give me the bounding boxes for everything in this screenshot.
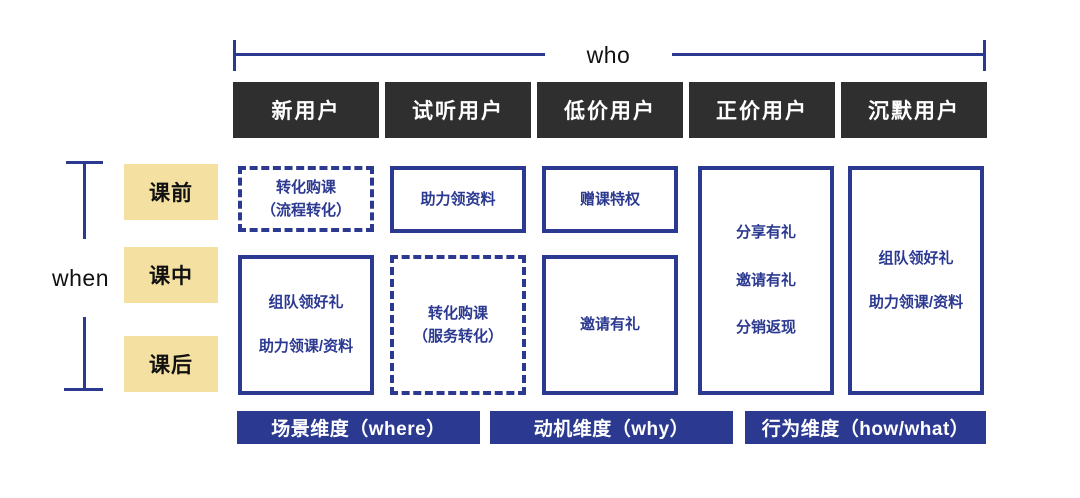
segment-header-full-price-user: 正价用户 bbox=[689, 82, 835, 138]
dimension-bar-label: 动机维度（why） bbox=[533, 419, 690, 440]
cell-line: 转化购课 bbox=[427, 304, 488, 322]
segment-header-low-price-user: 低价用户 bbox=[537, 82, 683, 138]
segment-header-label: 沉默用户 bbox=[868, 100, 960, 123]
cell-line: 助力领课/资料 bbox=[258, 338, 354, 355]
phase-label-during-class: 课中 bbox=[124, 247, 218, 303]
segment-header-label: 低价用户 bbox=[564, 100, 656, 123]
dimension-bar-behavior-how-what: 行为维度（how/what） bbox=[745, 411, 986, 444]
phase-label: 课中 bbox=[149, 265, 193, 288]
segment-header-silent-user: 沉默用户 bbox=[841, 82, 987, 138]
cell-full-price-user-all-phases: 分享有礼 邀请有礼 分销返现 bbox=[698, 166, 834, 395]
segment-header-label: 新用户 bbox=[271, 100, 341, 123]
dimension-bar-scene-where: 场景维度（where） bbox=[237, 411, 480, 444]
cell-line: 赠课特权 bbox=[579, 190, 640, 208]
who-bracket-right-line bbox=[672, 53, 984, 56]
phase-label: 课前 bbox=[149, 182, 193, 205]
who-bracket-left-tick bbox=[233, 40, 236, 71]
cell-line: 助力领资料 bbox=[420, 190, 496, 208]
phase-label: 课后 bbox=[149, 354, 193, 377]
who-bracket-left-line bbox=[235, 53, 545, 56]
dimension-bar-motivation-why: 动机维度（why） bbox=[490, 411, 733, 444]
cell-trial-user-during-after-class: 转化购课 （服务转化） bbox=[390, 255, 526, 395]
cell-low-price-user-before-class: 赠课特权 bbox=[542, 166, 678, 233]
phase-label-before-class: 课前 bbox=[124, 164, 218, 220]
cell-line: 分享有礼 bbox=[735, 223, 796, 241]
segment-header-new-user: 新用户 bbox=[233, 82, 379, 138]
segment-header-label: 正价用户 bbox=[716, 100, 808, 123]
dimension-bar-label: 场景维度（where） bbox=[271, 419, 446, 440]
cell-new-user-during-after-class: 组队领好礼 助力领课/资料 bbox=[238, 255, 374, 395]
cell-line: （服务转化） bbox=[412, 327, 503, 345]
dimension-bar-label: 行为维度（how/what） bbox=[761, 419, 970, 440]
who-bracket-right-tick bbox=[983, 40, 986, 71]
cell-line: 组队领好礼 bbox=[878, 249, 954, 267]
cell-silent-user-all-phases: 组队领好礼 助力领课/资料 bbox=[848, 166, 984, 395]
phase-label-after-class: 课后 bbox=[124, 336, 218, 392]
when-bracket-bottom-cap bbox=[64, 388, 103, 391]
when-bracket-lower-line bbox=[83, 317, 86, 391]
who-axis-label: who bbox=[586, 41, 631, 68]
cell-line: 组队领好礼 bbox=[268, 294, 344, 312]
cell-line: 邀请有礼 bbox=[735, 271, 796, 289]
cell-line: 分销返现 bbox=[735, 319, 796, 337]
segment-header-trial-user: 试听用户 bbox=[385, 82, 531, 138]
cell-trial-user-before-class: 助力领资料 bbox=[390, 166, 526, 233]
cell-line: （流程转化） bbox=[260, 201, 351, 219]
when-bracket-upper-line bbox=[83, 161, 86, 239]
cell-line: 邀请有礼 bbox=[579, 316, 640, 334]
cell-low-price-user-during-after-class: 邀请有礼 bbox=[542, 255, 678, 395]
segment-header-label: 试听用户 bbox=[412, 100, 504, 123]
cell-new-user-before-class: 转化购课 （流程转化） bbox=[238, 166, 374, 232]
cell-line: 转化购课 bbox=[275, 178, 336, 196]
cell-line: 助力领课/资料 bbox=[868, 293, 964, 311]
when-axis-label: when bbox=[52, 264, 109, 291]
